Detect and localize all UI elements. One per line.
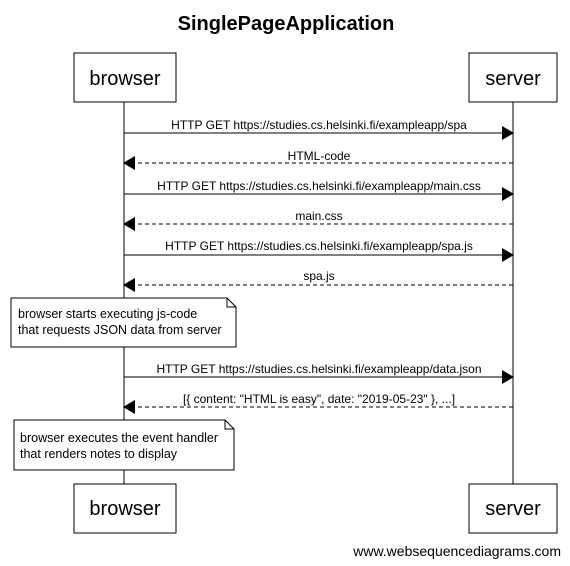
note-line: browser executes the event handler [20, 431, 218, 445]
message-label: spa.js [303, 269, 334, 283]
diagram-title: SinglePageApplication [178, 13, 395, 35]
participant-label: server [485, 498, 541, 520]
footer-watermark: www.websequencediagrams.com [352, 543, 561, 559]
participant-server-bottom: server [468, 483, 558, 534]
note-line: browser starts executing js-code [18, 307, 197, 321]
message-4: main.css [123, 209, 513, 231]
message-label: HTTP GET https://studies.cs.helsinki.fi/… [165, 239, 473, 253]
participant-browser-bottom: browser [73, 483, 177, 534]
message-label: [{ content: "HTML is easy", date: "2019-… [183, 392, 455, 406]
message-label: HTML-code [288, 149, 351, 163]
note-1: browser starts executing js-code that re… [10, 297, 237, 348]
message-label: HTTP GET https://studies.cs.helsinki.fi/… [157, 179, 481, 193]
participant-label: browser [89, 68, 160, 90]
note-2: browser executes the event handler that … [13, 419, 235, 471]
message-7: HTTP GET https://studies.cs.helsinki.fi/… [124, 362, 514, 384]
participant-label: server [485, 68, 541, 90]
message-label: HTTP GET https://studies.cs.helsinki.fi/… [171, 118, 467, 132]
message-label: main.css [295, 209, 342, 223]
note-line: that renders notes to display [20, 447, 178, 461]
participant-server-top: server [468, 52, 558, 103]
message-5: HTTP GET https://studies.cs.helsinki.fi/… [124, 239, 514, 262]
participant-browser-top: browser [73, 52, 177, 103]
message-8: [{ content: "HTML is easy", date: "2019-… [123, 392, 513, 414]
note-line: that requests JSON data from server [18, 323, 222, 337]
message-6: spa.js [123, 269, 513, 292]
message-3: HTTP GET https://studies.cs.helsinki.fi/… [124, 179, 514, 201]
message-label: HTTP GET https://studies.cs.helsinki.fi/… [156, 362, 481, 376]
participant-label: browser [89, 498, 160, 520]
message-2: HTML-code [123, 149, 513, 170]
message-1: HTTP GET https://studies.cs.helsinki.fi/… [124, 118, 514, 140]
